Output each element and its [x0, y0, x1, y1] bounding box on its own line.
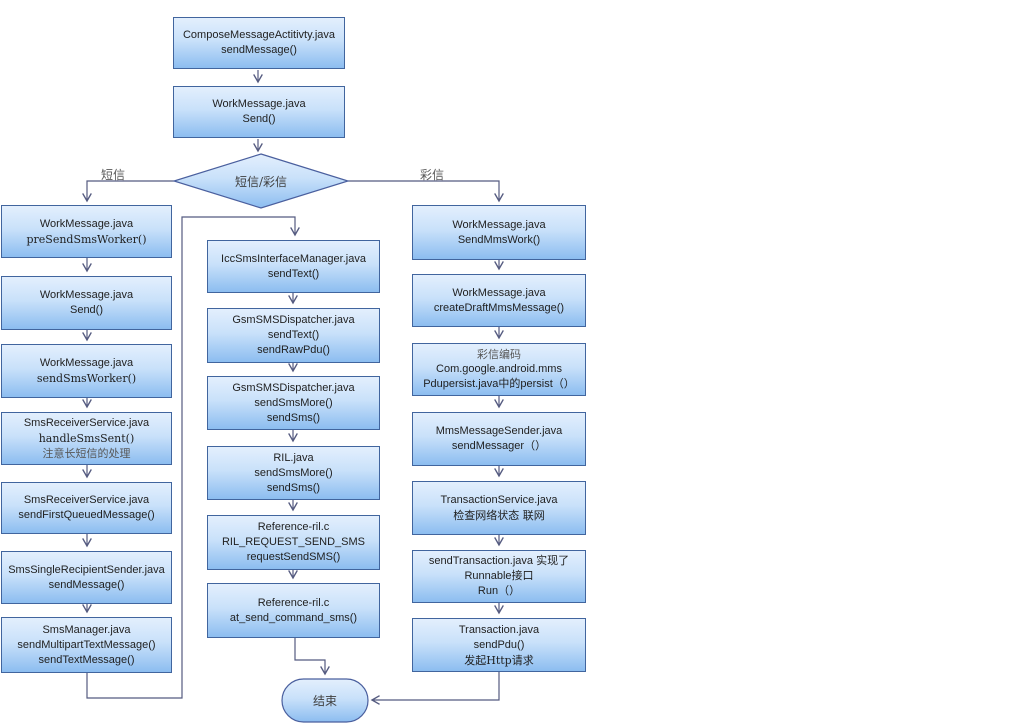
- node-line: sendMultipartTextMessage(): [17, 638, 156, 651]
- node-line: Com.google.android.mms: [436, 363, 562, 375]
- node-line: at_send_command_sms(): [229, 611, 358, 624]
- node-line: sendFirstQueuedMessage(): [18, 509, 155, 521]
- node-line: Send(): [242, 113, 276, 125]
- node-ril-java: RIL.java sendSmsMore() sendSms(): [207, 446, 380, 500]
- node-handlesmssent: SmsReceiverService.java handleSmsSent() …: [1, 412, 172, 465]
- node-createdraftmmsmessage: WorkMessage.java createDraftMmsMessage(): [412, 274, 586, 327]
- node-line: WorkMessage.java: [39, 289, 134, 301]
- node-line: sendSms(): [266, 481, 321, 494]
- node-line: requestSendSMS(): [246, 551, 341, 563]
- node-line: Pdupersist.java中的persist（）: [423, 378, 575, 390]
- node-line: ComposeMessageActitivty.java: [182, 29, 336, 41]
- node-sendsmsworker: WorkMessage.java sendSmsWorker(): [1, 344, 172, 398]
- node-line: sendMessager（）: [451, 440, 547, 452]
- node-line: SmsManager.java: [42, 623, 131, 636]
- decision-diamond: [171, 153, 351, 209]
- node-line: GsmSMSDispatcher.java: [232, 381, 355, 394]
- node-presendsmsworker: WorkMessage.java preSendSmsWorker(): [1, 205, 172, 258]
- node-line: 发起Http请求: [464, 653, 534, 667]
- node-gsmsmsdispatcher-sendsms: GsmSMSDispatcher.java sendSmsMore() send…: [207, 376, 380, 430]
- node-line: handleSmsSent(): [38, 432, 135, 445]
- node-line: sendTransaction.java 实现了: [428, 555, 570, 567]
- node-line: sendPdu(): [473, 638, 525, 651]
- node-line: sendSms(): [266, 411, 321, 424]
- node-line: 彩信编码: [477, 348, 521, 361]
- node-line: sendTextMessage(): [38, 653, 135, 666]
- node-workmessage-send-2: WorkMessage.java Send(): [1, 276, 172, 330]
- node-gsmsmsdispatcher-sendtext: GsmSMSDispatcher.java sendText() sendRaw…: [207, 308, 380, 363]
- branch-label-sms: 短信: [101, 168, 126, 182]
- node-line: WorkMessage.java: [212, 98, 306, 110]
- node-sendmmswork: WorkMessage.java SendMmsWork(): [412, 205, 586, 260]
- node-reference-ril-atsend: Reference-ril.c at_send_command_sms(): [207, 583, 380, 638]
- node-line: RIL_REQUEST_SEND_SMS: [221, 536, 366, 548]
- node-line: sendSmsMore(): [254, 466, 333, 479]
- end-terminator: [281, 678, 369, 723]
- node-line: createDraftMmsMessage(): [433, 301, 565, 314]
- node-line: SendMmsWork(): [457, 233, 541, 246]
- node-line: Reference-ril.c: [257, 596, 330, 609]
- node-sendfirstqueuedmessage: SmsReceiverService.java sendFirstQueuedM…: [1, 482, 172, 534]
- node-line: preSendSmsWorker(): [26, 232, 147, 246]
- node-line: WorkMessage.java: [39, 217, 134, 230]
- node-line: Run（）: [477, 585, 521, 597]
- node-line: RIL.java: [273, 451, 314, 464]
- node-line: SmsSingleRecipientSender.java: [8, 563, 165, 576]
- node-transaction-sendpdu: Transaction.java sendPdu() 发起Http请求: [412, 618, 586, 672]
- end-label: 结束: [312, 694, 337, 708]
- node-line: sendMessage(): [221, 44, 297, 56]
- node-line: WorkMessage.java: [452, 218, 546, 231]
- node-line: sendMessage(): [48, 578, 125, 591]
- branch-label-mms: 彩信: [420, 168, 445, 182]
- node-line: Runnable接口: [464, 570, 534, 582]
- node-line: sendText(): [267, 267, 320, 280]
- node-sendtransaction-runnable: sendTransaction.java 实现了 Runnable接口 Run（…: [412, 550, 586, 603]
- node-line: Reference-ril.c: [257, 521, 330, 533]
- node-workmessage-send: WorkMessage.java Send(): [173, 86, 345, 138]
- node-reference-ril-request: Reference-ril.c RIL_REQUEST_SEND_SMS req…: [207, 515, 380, 570]
- node-transactionservice: TransactionService.java 检查网络状态 联网: [412, 481, 586, 535]
- decision-label: 短信/彩信: [234, 174, 288, 189]
- node-line: IccSmsInterfaceManager.java: [221, 252, 366, 265]
- node-line: GsmSMSDispatcher.java: [232, 314, 355, 326]
- node-smsmanager: SmsManager.java sendMultipartTextMessage…: [1, 617, 172, 673]
- node-line: sendRawPdu(): [257, 344, 330, 356]
- node-line: 注意长短信的处理: [42, 447, 131, 460]
- node-line: SmsReceiverService.java: [23, 417, 150, 429]
- node-line: Send(): [69, 304, 104, 316]
- node-line: SmsReceiverService.java: [23, 494, 150, 506]
- node-compose-message-activity: ComposeMessageActitivty.java sendMessage…: [173, 17, 345, 69]
- node-line: WorkMessage.java: [39, 357, 134, 369]
- node-line: 检查网络状态 联网: [453, 509, 545, 522]
- node-smssinglerecipientsender: SmsSingleRecipientSender.java sendMessag…: [1, 551, 172, 604]
- node-line: TransactionService.java: [440, 494, 558, 506]
- node-line: MmsMessageSender.java: [435, 425, 563, 437]
- node-line: Transaction.java: [458, 623, 540, 636]
- node-line: sendSmsMore(): [254, 396, 333, 409]
- node-line: WorkMessage.java: [452, 286, 546, 299]
- node-line: sendSmsWorker(): [36, 372, 137, 385]
- node-line: sendText(): [267, 329, 320, 341]
- node-mmsmessagesender: MmsMessageSender.java sendMessager（）: [412, 412, 586, 466]
- node-mms-encode-pdupersist: 彩信编码 Com.google.android.mms Pdupersist.j…: [412, 343, 586, 396]
- node-iccsmsinterfacemanager: IccSmsInterfaceManager.java sendText(): [207, 240, 380, 293]
